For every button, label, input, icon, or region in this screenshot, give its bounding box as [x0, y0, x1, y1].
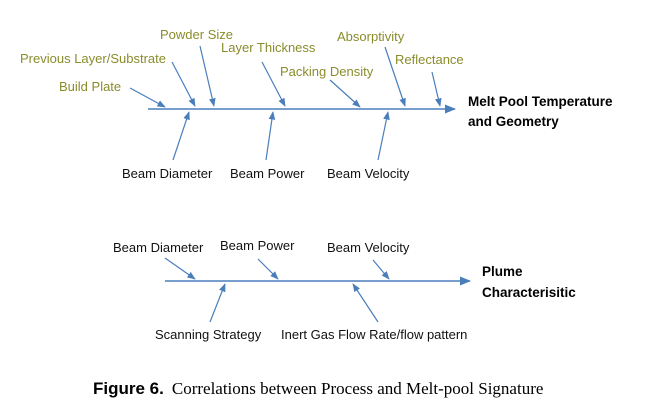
cause-label-beam-power-1: Beam Power: [230, 166, 305, 181]
cause-arrow-beam-power-2: [257, 258, 279, 280]
cause-arrow-beam-power-1: [265, 111, 276, 161]
cause-label-build-plate: Build Plate: [59, 79, 121, 94]
cause-arrow-reflectance: [431, 71, 442, 107]
figure-caption: Figure 6. Correlations between Process a…: [93, 379, 543, 398]
caption-text: Correlations between Process and Melt-po…: [172, 379, 544, 398]
cause-label-scanning-strategy: Scanning Strategy: [155, 327, 262, 342]
effect-label-line2: and Geometry: [468, 114, 559, 129]
cause-arrow-build-plate: [129, 87, 166, 108]
cause-arrow-beam-velocity-2: [372, 259, 390, 280]
cause-arrow-powder-size: [199, 45, 216, 107]
cause-label-beam-velocity-2: Beam Velocity: [327, 240, 410, 255]
cause-arrow-beam-diameter-1: [172, 111, 190, 161]
effect-label-line1: Melt Pool Temperature: [468, 94, 613, 109]
cause-arrow-previous-layer: [171, 61, 196, 107]
effect-label-plume-line2: Characterisitic: [482, 285, 576, 300]
figure-label: Figure 6.: [93, 379, 164, 398]
cause-arrow-packing-density: [329, 79, 361, 108]
cause-arrow-scanning-strategy: [209, 283, 226, 323]
cause-arrow-inert-gas: [352, 283, 379, 323]
cause-label-beam-diameter-2: Beam Diameter: [113, 240, 204, 255]
cause-label-beam-power-2: Beam Power: [220, 238, 295, 253]
cause-label-absorptivity: Absorptivity: [337, 29, 405, 44]
cause-arrow-beam-velocity-1: [377, 111, 390, 161]
effect-label-plume-line1: Plume: [482, 264, 523, 279]
cause-label-beam-diameter-1: Beam Diameter: [122, 166, 213, 181]
cause-label-inert-gas: Inert Gas Flow Rate/flow pattern: [281, 327, 467, 342]
cause-label-powder-size: Powder Size: [160, 27, 233, 42]
cause-label-previous-layer: Previous Layer/Substrate: [20, 51, 166, 66]
cause-label-packing-density: Packing Density: [280, 64, 374, 79]
cause-arrow-absorptivity: [384, 46, 406, 107]
cause-label-reflectance: Reflectance: [395, 52, 464, 67]
cause-label-layer-thickness: Layer Thickness: [221, 40, 316, 55]
cause-label-beam-velocity-1: Beam Velocity: [327, 166, 410, 181]
cause-arrow-layer-thickness: [261, 61, 286, 107]
cause-arrow-beam-diameter-2: [164, 257, 196, 280]
